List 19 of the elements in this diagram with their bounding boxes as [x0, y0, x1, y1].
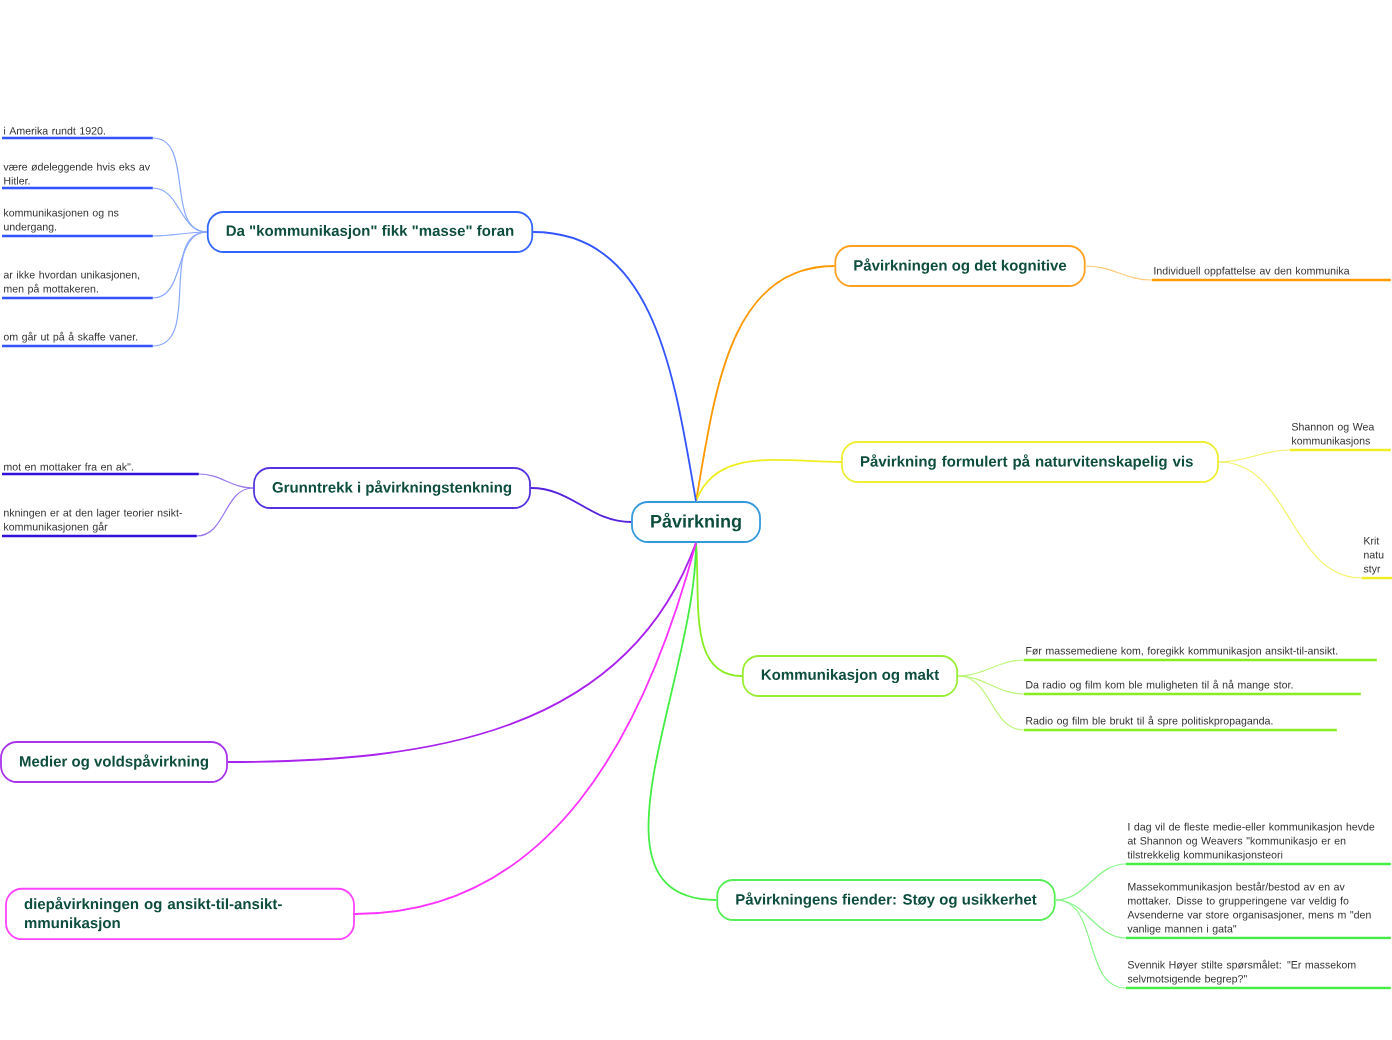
connector: [957, 675, 1025, 731]
connector: [1055, 863, 1127, 901]
connector: [198, 473, 254, 489]
connector: [530, 487, 632, 523]
connector: [532, 231, 697, 502]
connector: [152, 231, 208, 237]
connector: [196, 487, 254, 537]
connector: [354, 542, 697, 915]
connector: [1218, 449, 1291, 463]
connector: [1055, 899, 1127, 989]
connector: [1085, 265, 1153, 281]
connector: [648, 542, 718, 901]
connector: [227, 542, 697, 763]
central-topic: Påvirkning: [631, 501, 761, 543]
connector: [695, 265, 836, 502]
connector: [1218, 461, 1363, 579]
connector: [957, 659, 1025, 677]
connector: [152, 231, 208, 347]
connector: [695, 459, 842, 502]
